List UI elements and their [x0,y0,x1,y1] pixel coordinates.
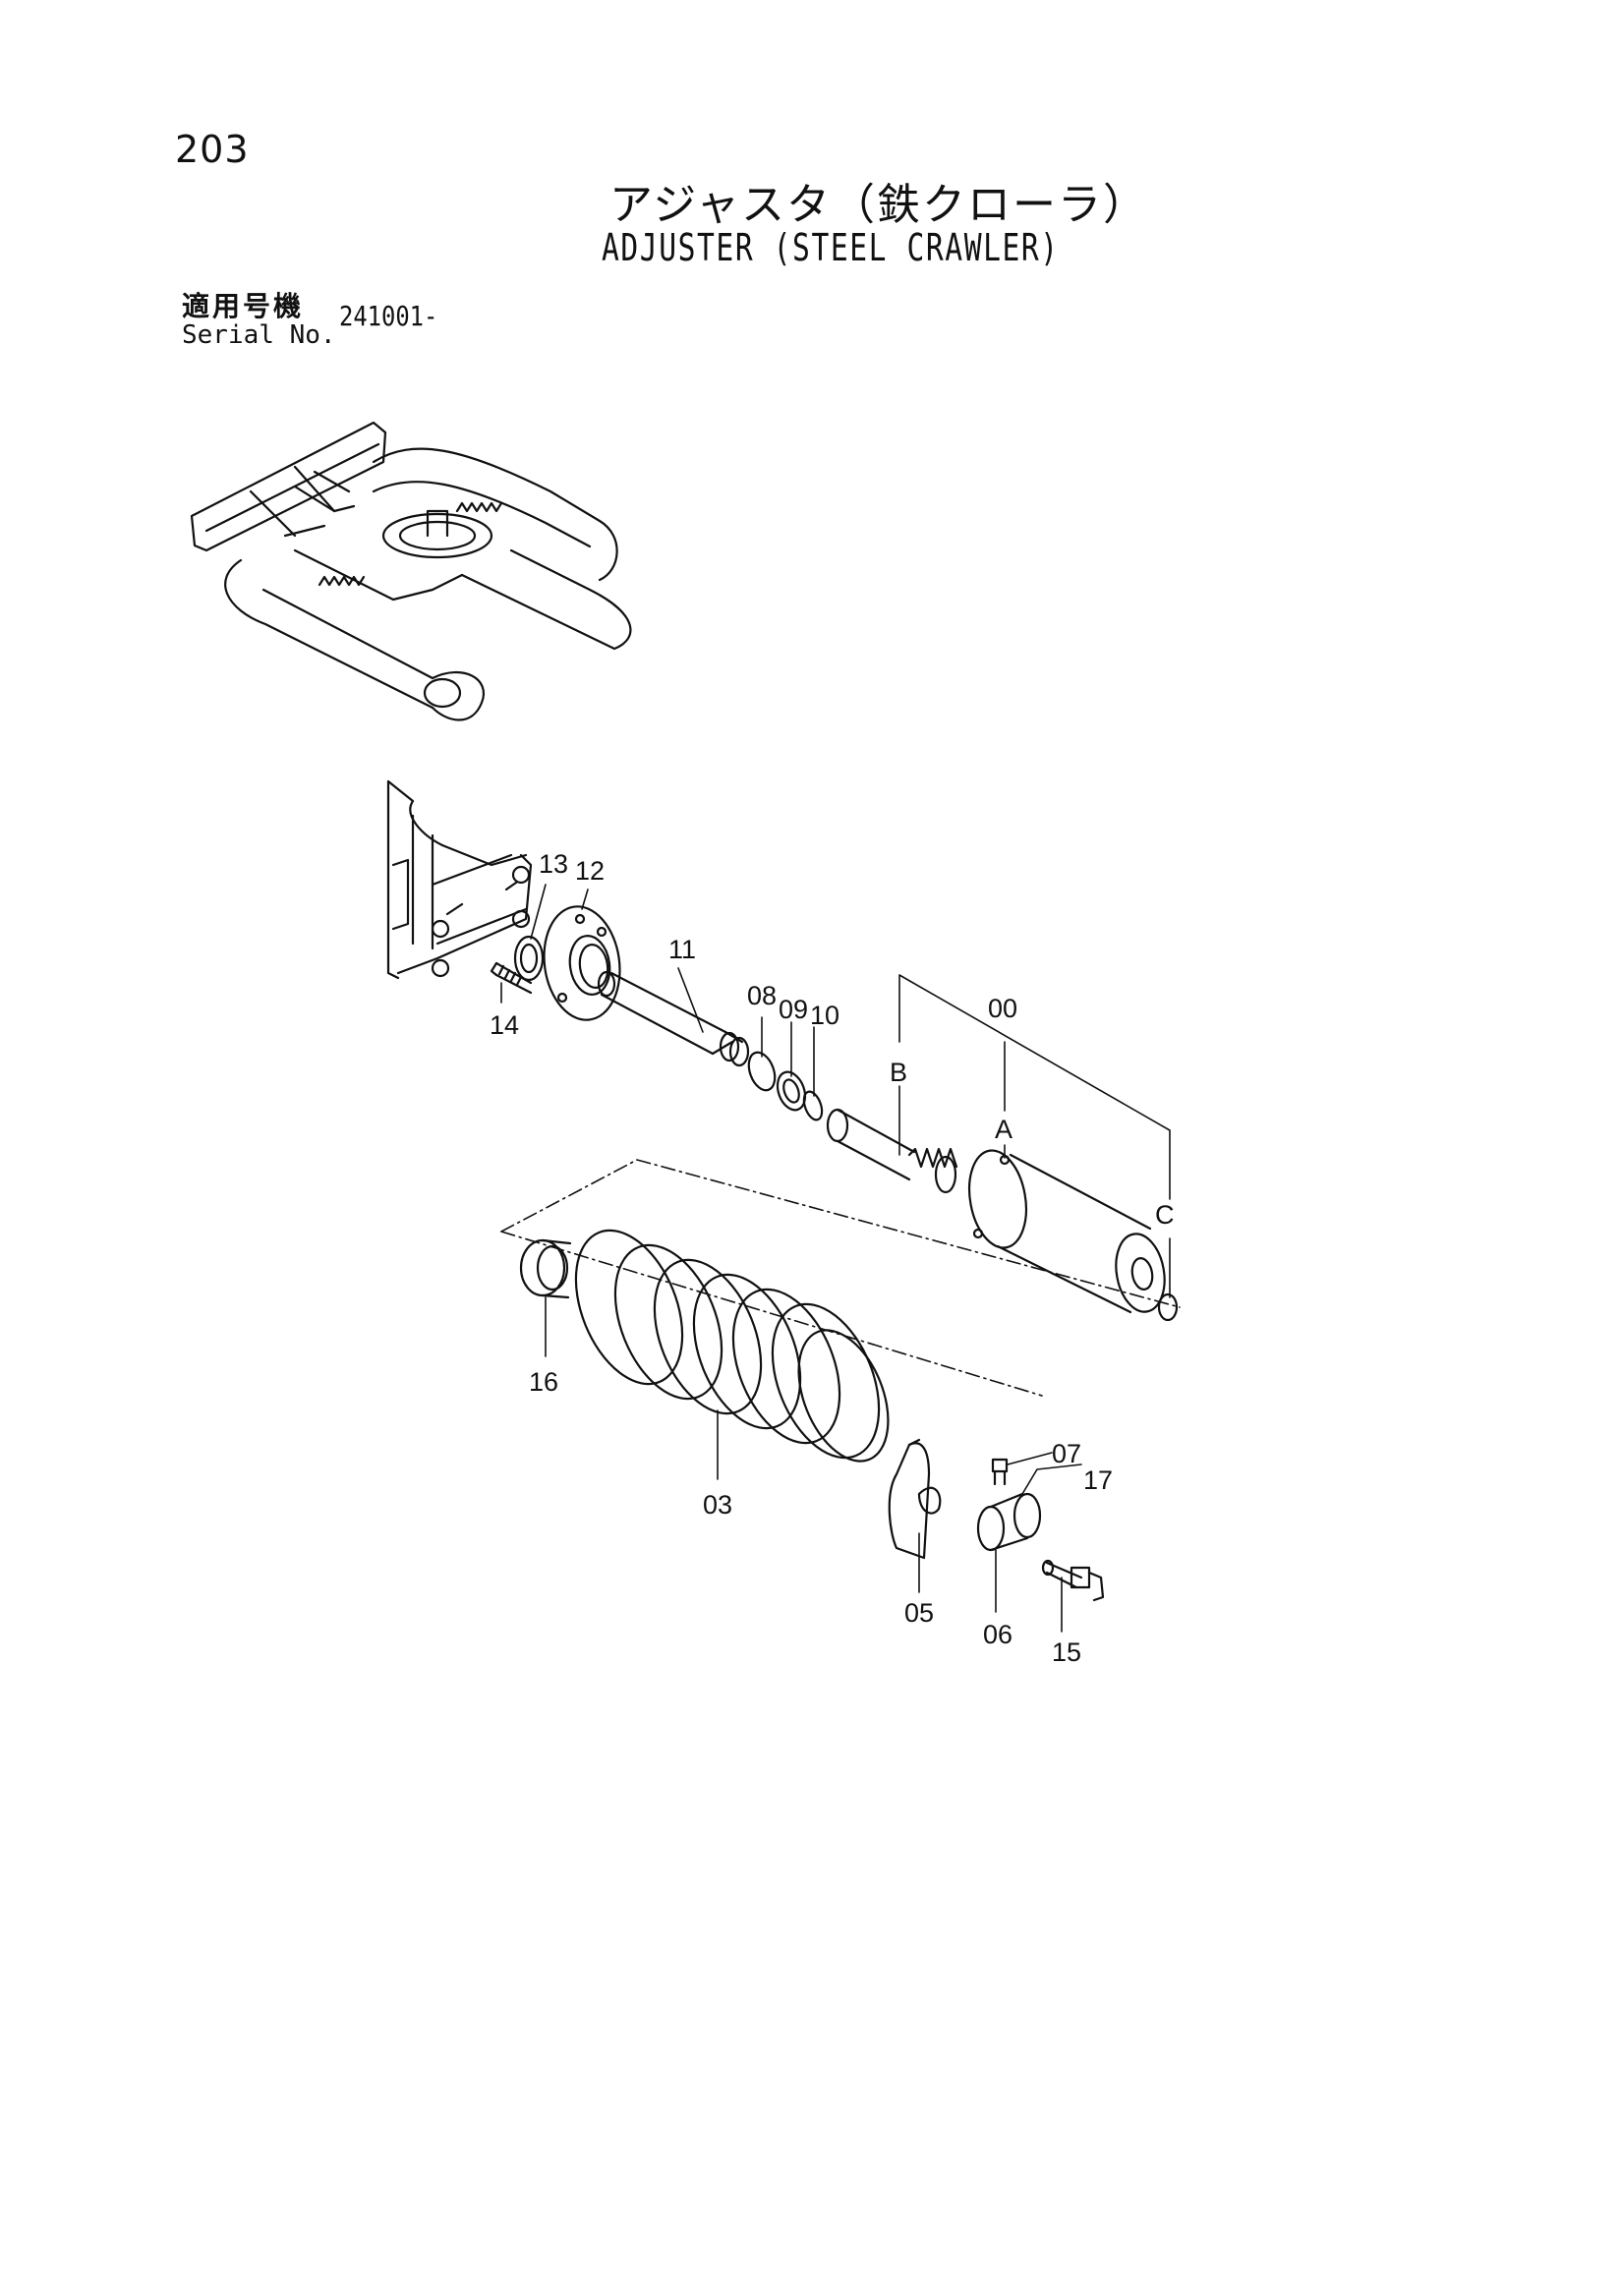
page-number: 203 [175,128,250,171]
part-12-flange [543,905,621,1021]
part-03-spring [574,1229,890,1463]
serial-number-value: 241001- [339,300,438,332]
part-10-snap-ring [802,1090,824,1121]
part-13-seal-ring [513,935,545,982]
part-15-grease-fitting [1041,1559,1105,1602]
callout-b: B [890,1058,907,1087]
callout-16: 16 [529,1367,558,1397]
callout-c: C [1155,1200,1175,1230]
callout-09: 09 [779,995,808,1024]
callout-a: A [995,1115,1012,1144]
callout-06: 06 [983,1620,1012,1649]
callout-15: 15 [1052,1637,1081,1667]
callout-08: 08 [747,981,777,1010]
callout-17: 17 [1083,1465,1113,1495]
callout-05: 05 [904,1598,934,1628]
part-b-piston-rod [826,1108,958,1194]
part-09-bearing [776,1070,807,1112]
part-16-collar [519,1238,572,1299]
callout-10: 10 [810,1001,839,1030]
callout-14: 14 [490,1010,519,1040]
undercarriage-overview [190,421,632,721]
title-japanese: アジャスタ（鉄クローラ） [609,180,1149,230]
part-14-bolt [490,961,533,995]
leader-lines [500,884,1181,1633]
callout-00: 00 [988,994,1017,1023]
callout-13: 13 [539,849,568,879]
part-11-rod [597,970,750,1067]
serial-label-english: Serial No. [182,320,336,350]
part-06-nut [976,1492,1042,1552]
part-05-plate [888,1438,942,1560]
callout-07: 07 [1052,1439,1081,1468]
callout-11: 11 [668,935,696,964]
part-07-screw [991,1458,1009,1486]
frame-bracket [386,779,533,980]
title-english: ADJUSTER (STEEL CRAWLER) [602,226,1060,269]
serial-label-japanese: 適用号機 [182,290,305,322]
callout-03: 03 [703,1490,732,1520]
callout-12: 12 [575,856,605,886]
part-08-ring [747,1051,777,1092]
part-c-o-ring [1157,1292,1179,1322]
part-a-cylinder [967,1149,1166,1314]
